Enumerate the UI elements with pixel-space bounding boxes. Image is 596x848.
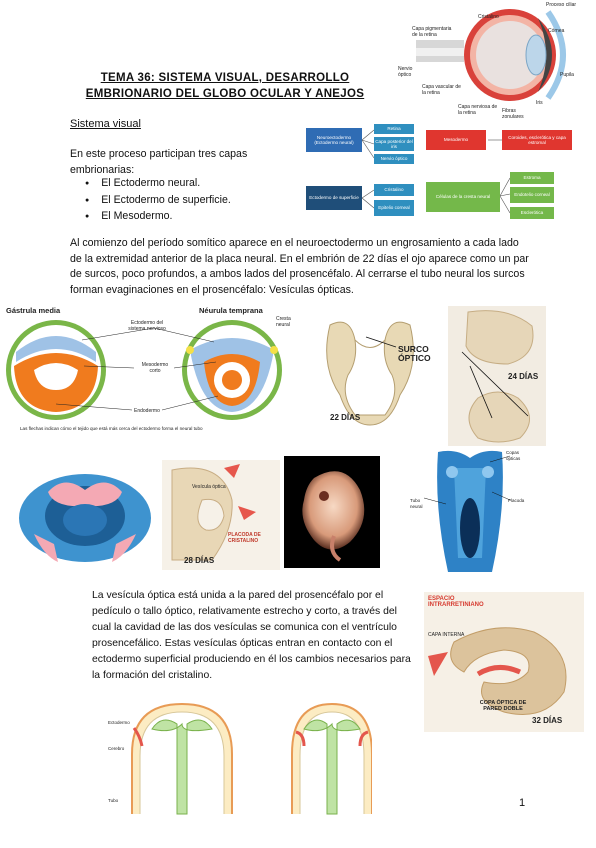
eye-illustration <box>416 9 566 101</box>
sclera-box: Esclerótica <box>510 207 554 219</box>
day-32-illustration <box>428 627 567 715</box>
paragraph-2: La vesícula óptica está unida a la pared… <box>92 590 411 681</box>
embryo-photo <box>284 456 380 568</box>
day-28-figure: Vesícula óptica PLACODA DE CRISTALINO 28… <box>162 460 280 570</box>
lens-box: Cristalino <box>374 184 414 196</box>
blue-tube-illustration <box>423 450 511 572</box>
day-22-label: 22 DÍAS <box>330 413 361 422</box>
page-number: 1 <box>519 797 526 809</box>
page-title: TEMA 36: SISTEMA VISUAL, DESARROLLO EMBR… <box>85 72 365 100</box>
list-item: El Mesodermo. <box>85 209 231 226</box>
endothelium-box: Endotelio corneal <box>510 187 554 203</box>
chart-connectors <box>361 129 511 214</box>
day-28-label: 28 DÍAS <box>184 556 215 565</box>
corneal-epithelium-box: Epitelio corneal <box>374 200 414 216</box>
bottom-cross-section-figure: Ectodermo Cerebro Tubo <box>82 684 372 818</box>
gastrula-caption: Las flechas indican cómo el tejido que e… <box>20 426 203 431</box>
cross-section-illustration <box>131 702 372 815</box>
neural-tube-3d-figure <box>14 460 156 570</box>
paragraph-1: Al comienzo del período somítico aparece… <box>70 237 529 296</box>
day-24-label: 24 DÍAS <box>508 372 539 381</box>
mesoderm-box: Mesodermo <box>426 130 486 150</box>
list-item: El Ectodermo neural. <box>85 176 231 193</box>
day-32-label: 32 DÍAS <box>532 716 563 725</box>
gastrula-title: Gástrula media <box>6 306 61 315</box>
optic-groove-illustration <box>326 321 414 426</box>
gastrula-neurula-figure: Gástrula media Néurula temprana Ectoderm… <box>4 300 294 438</box>
neuroectoderm-box: Neuroectodermo (Ectodermo neural) <box>306 128 362 152</box>
day-24-figure: 24 DÍAS <box>448 306 546 446</box>
gastrula-illustration <box>6 320 282 420</box>
neural-tube-3d-illustration <box>19 474 151 562</box>
stroma-box: Estroma <box>510 172 554 184</box>
embryonic-layers-chart: Neuroectodermo (Ectodermo neural) Retina… <box>306 120 578 226</box>
day-32-figure: ESPACIO INTRARRETINIANO CAPA INTERNA COP… <box>424 592 584 732</box>
blue-tube-figure: Copas ópticas Tubo neural Placoda <box>410 448 530 582</box>
choroid-box: Coroides, esclerótica y capa estromal <box>502 130 572 150</box>
intro-text: En este proceso participan tres capas em… <box>70 148 248 176</box>
iris-box: Capa posterior del iris <box>374 137 414 151</box>
embryo-illustration <box>302 471 365 562</box>
section-subtitle: Sistema visual <box>70 118 141 130</box>
day-24-illustration <box>461 310 534 443</box>
day-28-illustration <box>171 464 256 561</box>
optic-groove-label: SURCO ÓPTICO <box>398 344 431 363</box>
surface-ectoderm-box: Ectodermo de superficie <box>306 186 362 210</box>
neurula-title: Néurula temprana <box>199 306 263 315</box>
bullet-list: El Ectodermo neural. El Ectodermo de sup… <box>85 176 231 226</box>
retina-box: Retina <box>374 124 414 134</box>
optic-groove-figure: SURCO ÓPTICO 22 DÍAS <box>300 305 440 435</box>
list-item: El Ectodermo de superficie. <box>85 193 231 210</box>
neural-crest-box: Células de la cresta neural <box>426 182 500 212</box>
optic-nerve-box: Nervio óptico <box>374 154 414 164</box>
eye-anatomy-figure: Proceso ciliar Cristalino Capa pigmentar… <box>398 0 596 120</box>
